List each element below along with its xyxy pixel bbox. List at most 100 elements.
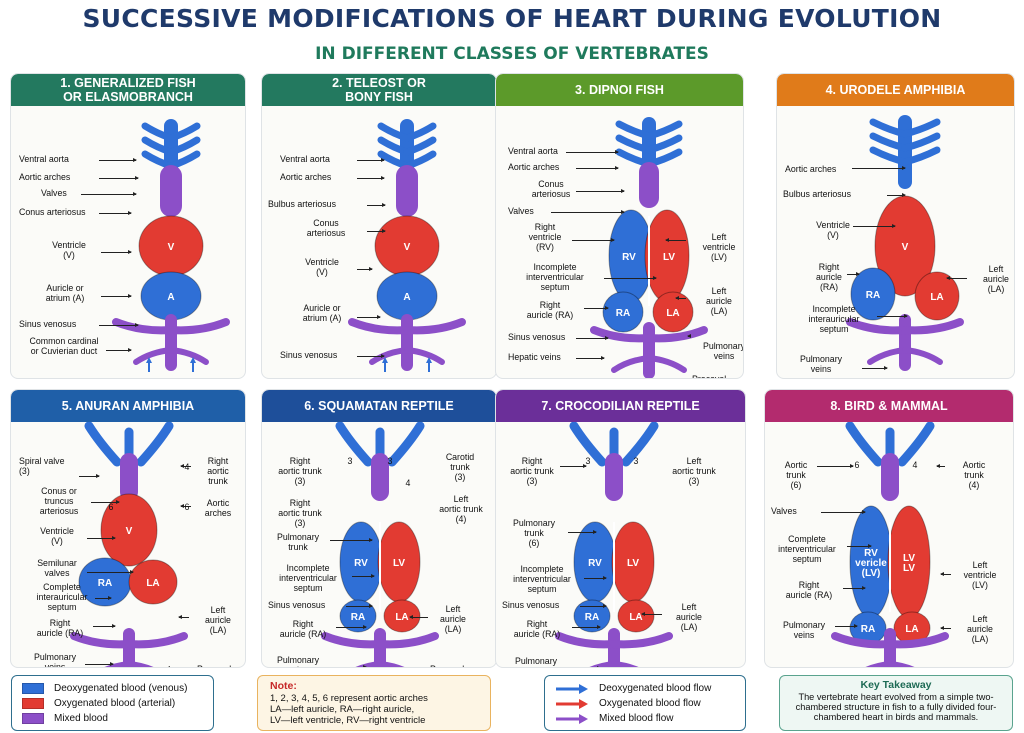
legend-mixed: Mixed blood	[22, 713, 108, 724]
precaval-vein	[610, 632, 673, 649]
ra-label: RA	[861, 624, 875, 635]
panel-label: Aortic arches	[508, 162, 560, 172]
hepatic-vein	[867, 347, 908, 365]
precaval-vein	[901, 318, 964, 335]
hepatic-vein	[377, 661, 405, 667]
panel-label: 3	[387, 456, 393, 466]
leader-line	[940, 572, 951, 576]
heart-diagram: VA	[348, 119, 466, 372]
panel-label: Right auricle (RA)	[513, 619, 561, 639]
panel-heading: 3. DIPNOI FISH	[496, 74, 743, 106]
leader-line	[99, 158, 137, 162]
hepatic-vein	[126, 661, 154, 667]
panel-label: Right aortic trunk (3)	[278, 498, 322, 528]
panel-label: Carotid trunk (3)	[445, 452, 475, 482]
panel-label: Hepatic veins	[280, 377, 370, 378]
panel-label: Valves	[771, 506, 797, 516]
leader-line	[584, 576, 607, 580]
panel-label: Precaval	[197, 664, 243, 667]
leader-line	[940, 626, 951, 630]
panel-label: 6	[184, 502, 190, 512]
leader-line	[576, 166, 619, 170]
aortic-trunk-left	[136, 422, 174, 467]
right-auricle	[602, 291, 644, 333]
ra-label: RA	[98, 578, 112, 589]
hepatic-vein	[646, 355, 687, 373]
leader-line	[93, 624, 116, 628]
leader-line	[847, 544, 872, 548]
panel-label: Sinus venosus	[268, 600, 326, 610]
rv-label: RV	[354, 558, 368, 569]
leader-line	[79, 474, 100, 478]
panel-label: 6	[108, 502, 114, 512]
precaval-vein	[167, 318, 230, 335]
takeaway-text: The vertebrate heart evolved from a simp…	[795, 692, 997, 722]
panel-label: Left auricle (LA)	[440, 604, 466, 634]
flow-arrow-head	[426, 357, 432, 363]
leader-line	[847, 272, 860, 276]
panel-label: Valves	[41, 188, 67, 198]
panel-label: 4	[405, 478, 411, 488]
flow-deoxy: Deoxygenated blood flow	[555, 683, 711, 694]
leader-line	[946, 276, 967, 280]
panel-label: Ventricle (V)	[305, 257, 339, 277]
panel-label: Sinus venosus	[19, 319, 77, 329]
panel-label: Right aortic trunk (3)	[510, 456, 554, 486]
panel-label: Spiral valve (3)	[19, 456, 65, 476]
panel-heading: 6. SQUAMATAN REPTILE	[262, 390, 496, 422]
hepatic-vein	[133, 347, 174, 365]
leader-line	[180, 464, 191, 468]
panel-label: Semilunar valves	[37, 558, 77, 578]
leader-line	[99, 211, 132, 215]
leader-line	[409, 615, 428, 619]
leader-line	[87, 570, 134, 574]
leader-line	[352, 574, 375, 578]
panel-label: Right auricle (RA)	[279, 619, 327, 639]
precaval-vein	[846, 318, 909, 335]
leader-line	[862, 366, 888, 370]
panel-label: Ventricle (V)	[52, 240, 86, 260]
panel-label: Ventral aorta	[280, 154, 330, 164]
leader-line	[576, 189, 625, 193]
page-subtitle: IN DIFFERENT CLASSES OF VERTEBRATES	[315, 44, 709, 64]
flow-mixed: Mixed blood flow	[555, 713, 673, 724]
leader-line	[572, 238, 615, 242]
lv-label: LV	[627, 558, 639, 569]
aortic-trunk-right	[569, 422, 607, 467]
leader-line	[363, 665, 367, 667]
panel-label: Right ventricle (RV)	[528, 222, 562, 252]
hepatic-vein	[104, 661, 132, 667]
deoxy-swatch	[22, 683, 44, 694]
hepatic-vein	[865, 661, 893, 667]
panel-label: Incomplete interventricular septum	[513, 564, 571, 594]
panel-label: Bulbus arteriosus	[268, 199, 336, 209]
leader-line	[936, 464, 945, 468]
panel-label: Sinus venosus	[502, 600, 560, 610]
panel-label: Conus arteriosus	[19, 207, 86, 217]
leader-line	[877, 314, 908, 318]
red-arrow-icon	[556, 698, 588, 709]
leader-line	[566, 150, 619, 154]
leader-line	[568, 530, 597, 534]
aortic-trunk-left	[897, 422, 935, 467]
panel-label: Right aortic trunk (3)	[278, 456, 322, 486]
leader-line	[367, 203, 386, 207]
aortic-arch	[167, 136, 201, 156]
lv-label: LV	[393, 558, 405, 569]
left-auricle	[652, 291, 694, 333]
panel-label: Incomplete interauricular septum	[808, 304, 860, 334]
precaval-vein	[886, 632, 949, 649]
panel-label: Pulmonary veins	[276, 655, 320, 667]
leader-line	[178, 615, 189, 619]
leader-line	[675, 296, 686, 300]
panel-label: Right auricle (RA)	[816, 262, 842, 292]
flow-oxy: Oxygenated blood flow	[555, 698, 701, 709]
ventricle-label: V	[126, 526, 133, 537]
leader-line	[853, 224, 896, 228]
